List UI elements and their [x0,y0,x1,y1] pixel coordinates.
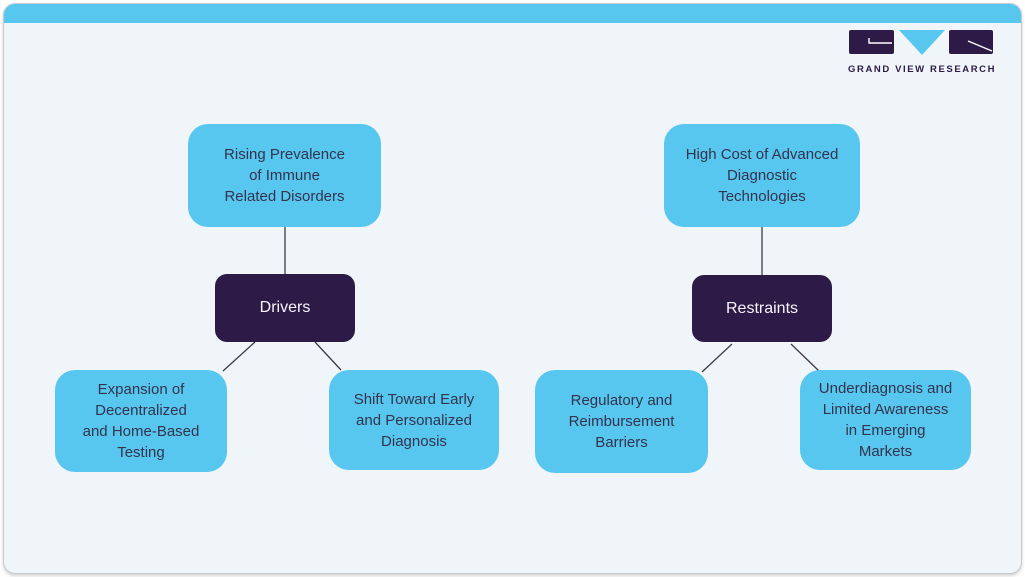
connector-line [314,341,342,371]
gvr-logo-marks [849,30,993,55]
g-mark-cut [868,38,892,44]
drivers-top-factor-box: Rising Prevalence of Immune Related Diso… [188,124,381,227]
top-accent-bar [4,4,1021,23]
drivers-child-label-1: Expansion of Decentralized and Home-Base… [82,381,200,461]
restraints-top-factor-box: High Cost of Advanced Diagnostic Technol… [664,124,860,227]
restraints-label: Restraints [725,299,799,317]
g-mark [849,30,894,54]
drivers-box: Drivers [215,274,355,342]
connector-line [701,343,733,373]
restraints-box: Restraints [692,275,832,342]
drivers-top-factor-label: Rising Prevalence of Immune Related Diso… [224,146,345,205]
drivers-label: Drivers [259,299,311,316]
drivers-child-box-2: Shift Toward Early and Personalized Diag… [329,370,499,470]
connector-lines [222,227,820,373]
gvr-logo-text: GRAND VIEW RESEARCH [848,64,997,75]
restraints-top-factor-label: High Cost of Advanced Diagnostic Technol… [685,146,839,205]
drivers-child-label-2: Shift Toward Early and Personalized Diag… [353,390,475,450]
v-mark [899,30,945,55]
connector-line [790,343,820,372]
r-mark-cut [967,40,993,52]
restraints-child-box-1: Regulatory and Reimbursement Barriers [535,370,708,473]
connector-line [222,341,256,372]
restraints-child-box-2: Underdiagnosis and Limited Awareness in … [800,370,971,470]
restraints-child-label-2: Underdiagnosis and Limited Awareness in … [818,380,953,460]
gvr-logo: GRAND VIEW RESEARCH [848,28,997,75]
drivers-child-box-1: Expansion of Decentralized and Home-Base… [55,370,227,472]
infographic-card: Rising Prevalence of Immune Related Diso… [3,3,1022,574]
restraints-child-label-1: Regulatory and Reimbursement Barriers [568,392,675,451]
